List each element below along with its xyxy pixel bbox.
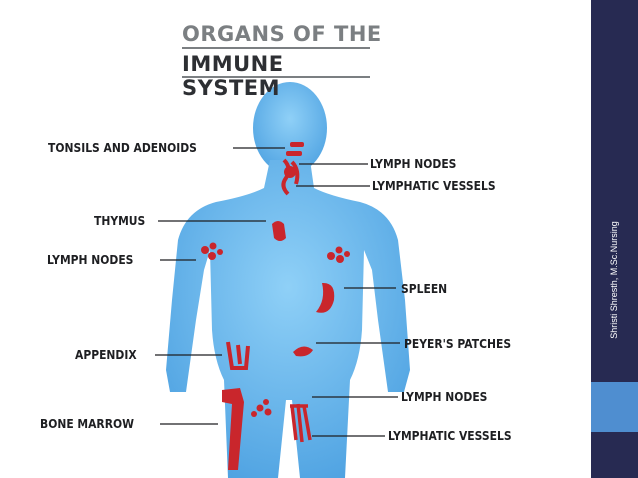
label-lymphatic-vessels-neck: LYMPHATIC VESSELS (372, 178, 496, 193)
author-credit: Shristi Shresth, M.Sc.Nursing (609, 221, 619, 339)
neck-node-shape (284, 166, 296, 178)
left-armpit-nodes (201, 242, 223, 260)
title-rule-top (182, 47, 370, 49)
label-lymphatic-vessels-leg: LYMPHATIC VESSELS (388, 428, 512, 443)
title-line-2: IMMUNE SYSTEM (182, 52, 284, 100)
adenoid-shape (286, 151, 302, 156)
label-tonsils-and-adenoids: TONSILS AND ADENOIDS (48, 140, 197, 155)
bone-marrow-shape (222, 388, 244, 470)
groin-nodes (251, 399, 272, 417)
spleen-shape (316, 282, 335, 313)
tonsil-shape (290, 142, 304, 147)
label-lymph-nodes-groin: LYMPH NODES (401, 389, 488, 404)
thymus-shape (272, 221, 286, 241)
right-armpit-nodes (327, 246, 350, 263)
torso-shape (166, 160, 410, 478)
head-shape (253, 82, 327, 174)
label-lymph-nodes-neck: LYMPH NODES (370, 156, 457, 171)
neck-lymph-shape (281, 158, 300, 196)
sidebar-accent-block (591, 382, 638, 432)
leader-lines (155, 147, 400, 437)
leg-vessels-shape (290, 403, 312, 443)
label-spleen: SPLEEN (401, 281, 448, 296)
appendix-shape (226, 341, 250, 370)
label-peyers-patches: PEYER'S PATCHES (404, 336, 512, 351)
peyers-patches-shape (293, 346, 313, 357)
label-appendix: APPENDIX (75, 347, 137, 362)
title-rule-bottom (182, 76, 370, 78)
label-bone-marrow: BONE MARROW (40, 416, 134, 431)
label-lymph-nodes-armpit: LYMPH NODES (47, 252, 134, 267)
label-thymus: THYMUS (94, 213, 146, 228)
title-line-1: ORGANS OF THE (182, 22, 382, 46)
